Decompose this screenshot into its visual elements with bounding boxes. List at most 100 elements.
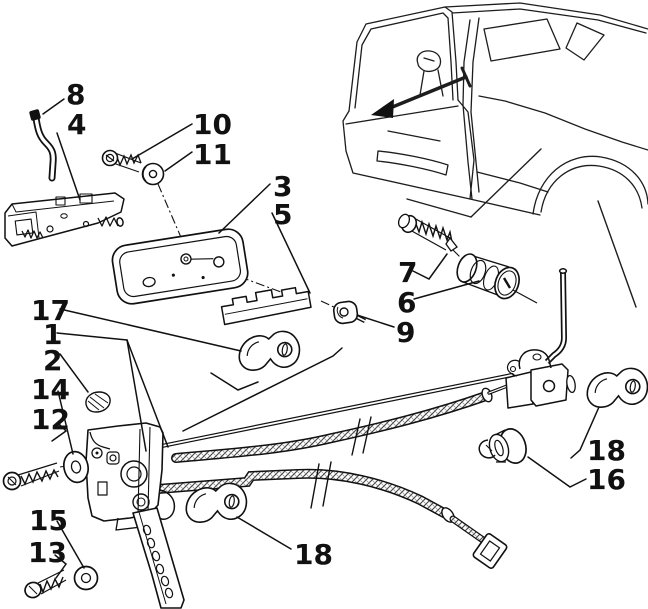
leader-5 (271, 212, 311, 294)
callout-leader-lines (42, 98, 600, 579)
lower-cable-braid (154, 470, 448, 517)
rear-window (483, 18, 561, 62)
callout-13: 13 (28, 536, 67, 569)
part-2-spring-clip (85, 391, 111, 413)
right-stud-tip (116, 217, 124, 227)
leader-4 (56, 132, 81, 201)
axis-screw7-to-cylinder6 (452, 249, 466, 263)
rod-head (29, 109, 41, 121)
threaded-end (450, 516, 486, 543)
key-line (512, 289, 538, 304)
door-window-frame-inner (354, 12, 454, 109)
callout-14: 14 (31, 373, 70, 406)
leader-18-right (570, 406, 600, 459)
part-6-lock-cylinder (456, 253, 538, 304)
b-pillar-rear (470, 17, 480, 193)
part-12-screw (2, 462, 60, 491)
door-belt-line (345, 105, 459, 125)
thread (20, 468, 59, 486)
car-pointer-line-left (406, 198, 472, 218)
part-1-latch-assembly (85, 422, 185, 609)
leader-8 (42, 98, 65, 115)
location-arrow-tail-tick (460, 66, 472, 88)
part-13-screw (24, 569, 67, 599)
location-arrow-head (371, 99, 394, 118)
part-4-exterior-handle (4, 192, 125, 247)
right-stud-spring (97, 216, 119, 227)
callout-15: 15 (29, 504, 68, 537)
callout-12: 12 (31, 403, 70, 436)
upper-cable-outline (171, 391, 491, 463)
rear-wheel-arch-inner (540, 164, 643, 213)
latch-strap (132, 507, 185, 609)
leader-1-fan-a (126, 339, 147, 452)
part-9-grommet (332, 300, 367, 325)
door-body (342, 99, 475, 200)
rod-tip (558, 268, 568, 274)
callout-16: 16 (587, 463, 626, 496)
leader-1-rod-hook (182, 347, 343, 432)
callout-2: 2 (43, 344, 62, 377)
callout-4: 4 (67, 108, 86, 141)
bracket-left-plate (505, 371, 534, 409)
latch-screw-hole-boss (106, 451, 120, 465)
part-3-gasket-frame (111, 228, 249, 305)
leader-6 (413, 280, 480, 300)
break-ticks (310, 416, 372, 509)
callout-9: 9 (396, 316, 415, 349)
callout-17: 17 (31, 294, 70, 327)
leader-2 (59, 353, 89, 393)
leader-1-cable-mark (210, 372, 259, 391)
lock-lever-bracket (505, 268, 576, 409)
axis-gasket-to-plate5 (223, 270, 282, 293)
bracket-block (530, 363, 569, 407)
axis-plate5-to-grommet9 (320, 300, 337, 309)
thread (39, 576, 64, 595)
part-11-washer-grommet (141, 162, 165, 186)
bushing-clip-tab (478, 439, 496, 459)
spring-thread (415, 219, 453, 243)
gasket-hole (213, 256, 225, 268)
part-8-link-rod (29, 109, 57, 182)
roof-line-outer (444, 2, 648, 30)
part-5-retainer-plate (220, 286, 312, 326)
leader-11 (164, 151, 193, 172)
key-slot (502, 277, 512, 289)
headrest (416, 50, 442, 72)
car-inset-illustration (342, 2, 648, 308)
sill-line (469, 198, 541, 216)
body-side-line (478, 95, 648, 151)
callout-1: 1 (43, 318, 62, 351)
part-7-fixing-screw (397, 213, 458, 252)
leader-9 (356, 314, 395, 328)
callout-7: 7 (398, 256, 417, 289)
leader-10 (131, 123, 193, 160)
body-lower-line (476, 171, 549, 193)
part-15-washer (73, 565, 99, 591)
gasket-stud (180, 253, 192, 265)
screw-tip (445, 236, 458, 252)
door-armrest (376, 150, 449, 176)
callout-8: 8 (66, 78, 85, 111)
callout-11: 11 (193, 138, 232, 171)
leader-3 (218, 183, 271, 234)
callout-18-right: 18 (587, 434, 626, 467)
latch-lever (89, 431, 111, 450)
leader-15 (56, 520, 85, 569)
callout-6: 6 (397, 286, 416, 319)
seat-back-lines (419, 57, 444, 97)
door-window-frame-outer (348, 6, 459, 112)
upper-cable-braid (172, 392, 490, 462)
bracket-saddle (518, 349, 552, 370)
callout-10: 10 (193, 108, 232, 141)
latch-cam (120, 460, 148, 488)
callout-5: 5 (273, 198, 292, 231)
rear-wheel-arch-outer (532, 155, 648, 215)
location-arrow-shaft (388, 75, 468, 110)
cable-end-connector (472, 533, 508, 569)
linkage-rods (149, 372, 517, 569)
car-pointer-line-far-right (597, 200, 637, 308)
callout-3: 3 (273, 170, 292, 203)
latch-hook (157, 489, 176, 520)
